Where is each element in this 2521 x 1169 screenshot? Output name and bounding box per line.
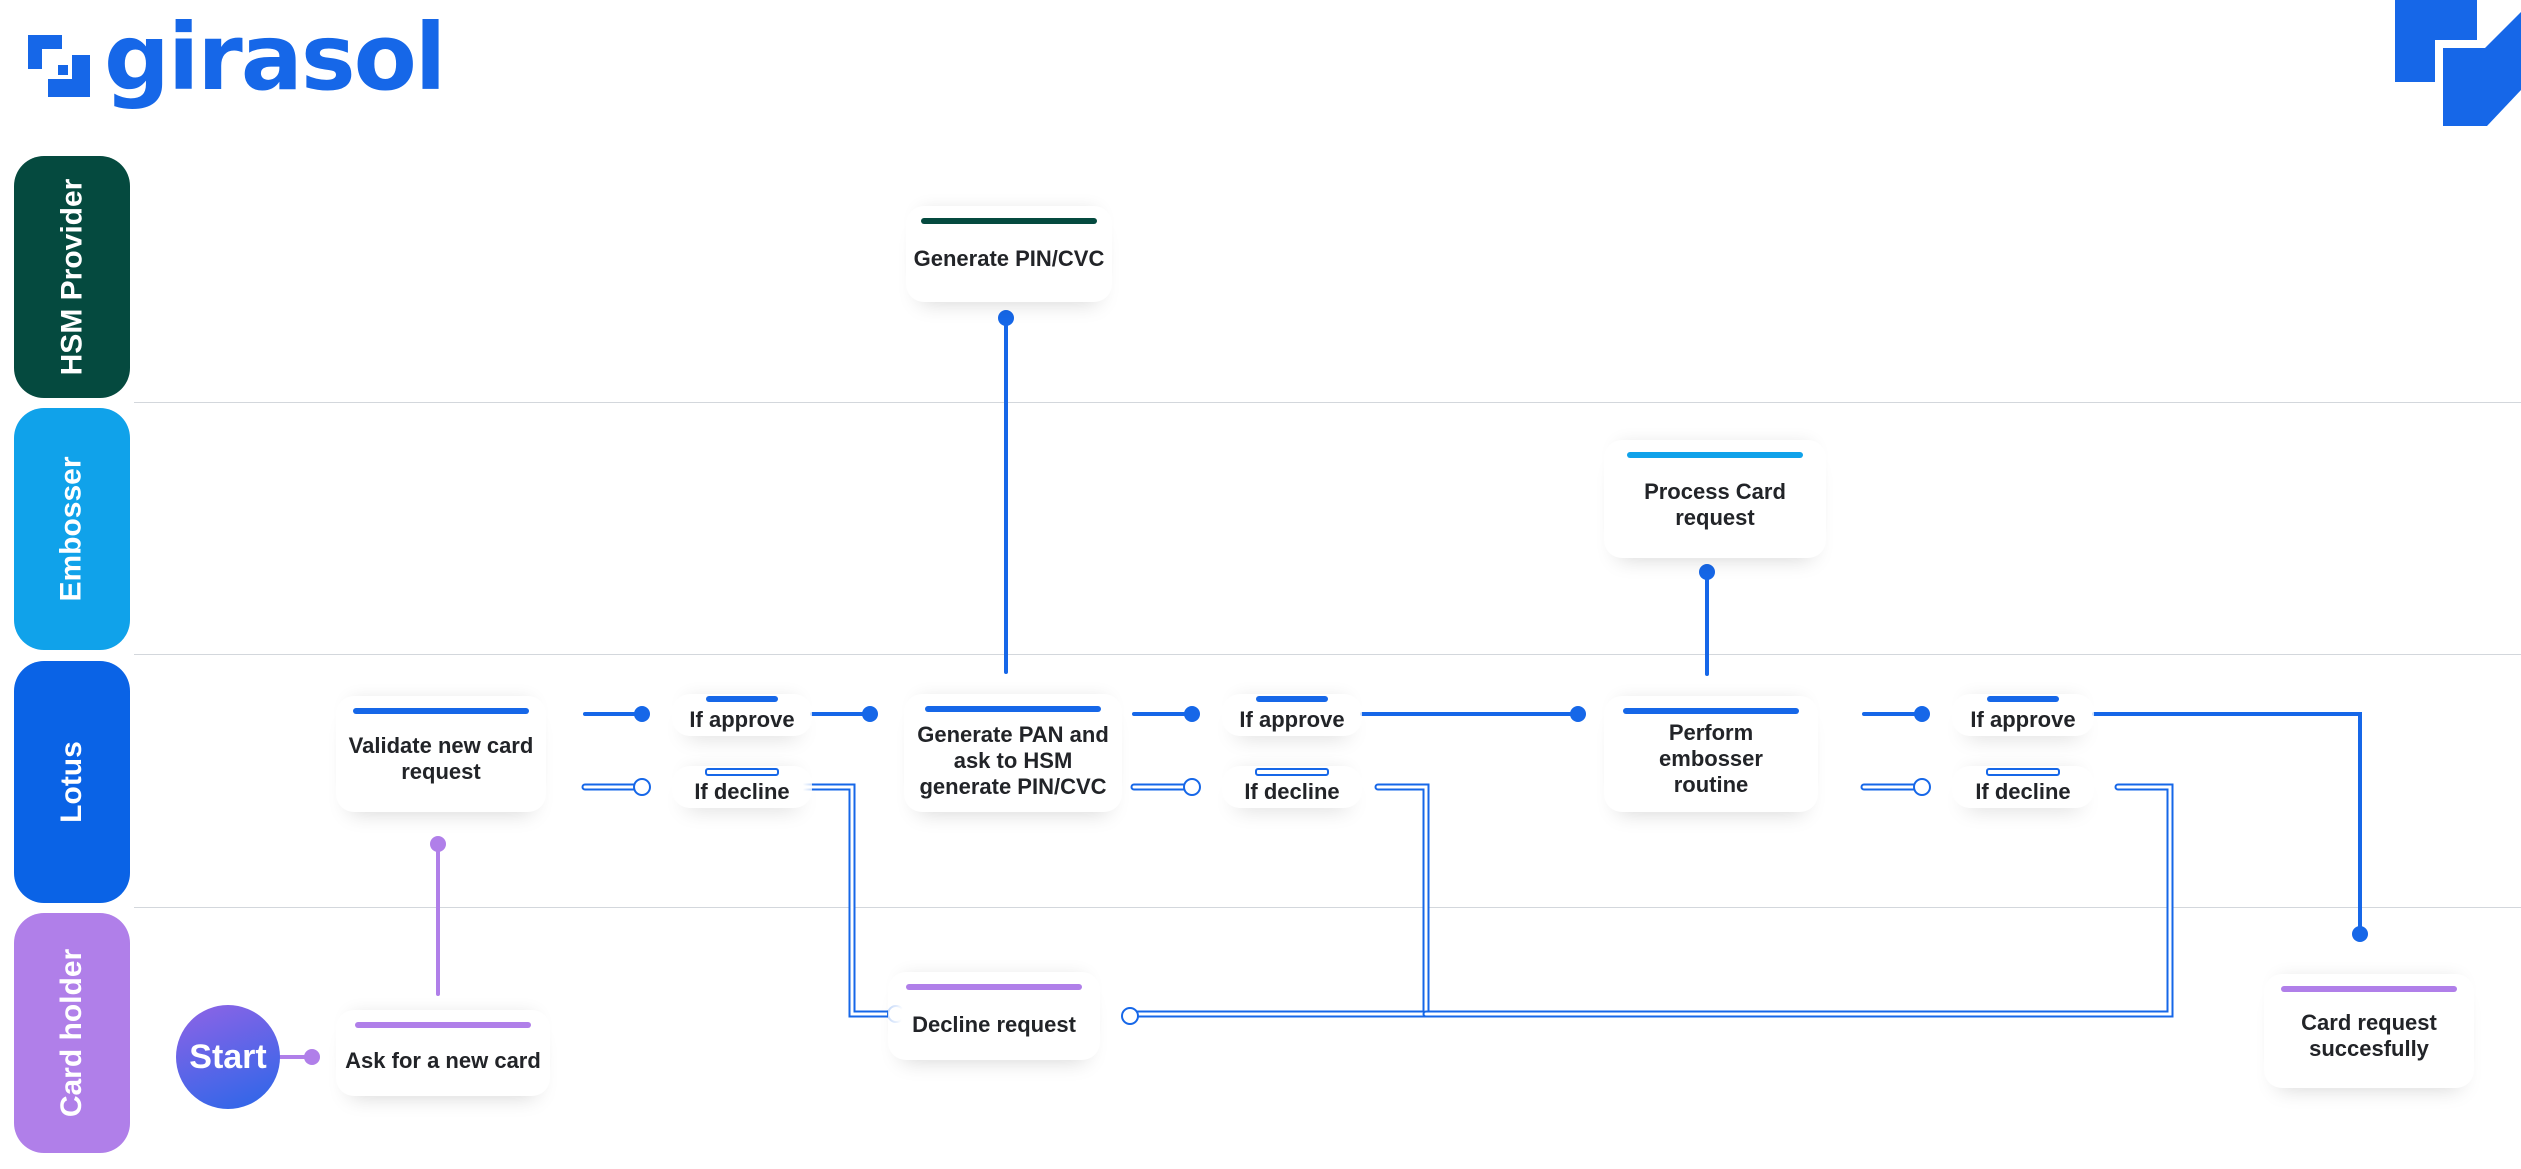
brand-name: girasol bbox=[104, 4, 446, 111]
connector-decline-paths bbox=[581, 783, 2174, 1018]
connector-dot bbox=[1914, 706, 1930, 722]
connector-dot bbox=[430, 836, 446, 852]
node-ask-card[interactable]: Ask for a new card bbox=[336, 1010, 550, 1096]
node-process-card[interactable]: Process Card request bbox=[1604, 440, 1826, 558]
node-decline-request[interactable]: Decline request bbox=[888, 972, 1100, 1060]
lane-divider bbox=[134, 402, 2521, 403]
node-if-approve-2[interactable]: If approve bbox=[1222, 694, 1362, 736]
start-label: Start bbox=[189, 1037, 267, 1076]
node-label: Perform embosser routine bbox=[1659, 720, 1763, 797]
node-label: If approve bbox=[1239, 707, 1345, 732]
lane-label-embosser: Embosser bbox=[14, 408, 130, 650]
node-label: If decline bbox=[1975, 779, 2071, 804]
node-label: If approve bbox=[689, 707, 795, 732]
node-label: Decline request bbox=[912, 1012, 1076, 1037]
connector-dot bbox=[862, 706, 878, 722]
lane-divider bbox=[134, 654, 2521, 655]
node-if-decline-2[interactable]: If decline bbox=[1222, 766, 1362, 808]
lane-label-hsm-provider: HSM Provider bbox=[14, 156, 130, 398]
connector-dot bbox=[634, 706, 650, 722]
connector-dot bbox=[1570, 706, 1586, 722]
connector-dot bbox=[304, 1049, 320, 1065]
connector-dot-hollow bbox=[1183, 778, 1201, 796]
lane-label-lotus: Lotus bbox=[14, 661, 130, 903]
lane-divider bbox=[134, 907, 2521, 908]
node-label: If decline bbox=[1244, 779, 1340, 804]
connector-dot-hollow bbox=[1121, 1007, 1139, 1025]
node-label: Generate PAN and ask to HSM generate PIN… bbox=[917, 722, 1109, 799]
node-if-decline-3[interactable]: If decline bbox=[1952, 766, 2094, 808]
node-label: If decline bbox=[694, 779, 790, 804]
connector-dot bbox=[998, 310, 1014, 326]
node-label: Generate PIN/CVC bbox=[913, 246, 1105, 271]
connector-dot-hollow bbox=[1913, 778, 1931, 796]
connector-dot-hollow bbox=[633, 778, 651, 796]
node-label: Ask for a new card bbox=[345, 1048, 541, 1073]
node-card-success[interactable]: Card request succesfully bbox=[2264, 974, 2474, 1088]
connector-dot bbox=[1184, 706, 1200, 722]
girasol-logo-icon bbox=[28, 35, 90, 97]
node-generate-pan[interactable]: Generate PAN and ask to HSM generate PIN… bbox=[904, 694, 1122, 812]
node-label: Card request succesfully bbox=[2301, 1010, 2437, 1061]
node-if-approve-3[interactable]: If approve bbox=[1952, 694, 2094, 736]
node-perform-embosser[interactable]: Perform embosser routine bbox=[1604, 696, 1818, 812]
node-label: Process Card request bbox=[1644, 479, 1786, 530]
start-node[interactable]: Start bbox=[176, 1005, 280, 1109]
brand-corner-icon bbox=[2395, 0, 2521, 126]
connector-dot bbox=[2352, 926, 2368, 942]
brand-logo: girasol bbox=[28, 12, 446, 112]
node-generate-pin[interactable]: Generate PIN/CVC bbox=[906, 206, 1112, 302]
node-validate-request[interactable]: Validate new card request bbox=[336, 696, 546, 812]
connector-approve3-success bbox=[2092, 712, 2362, 936]
node-label: If approve bbox=[1970, 707, 2076, 732]
node-label: Validate new card request bbox=[348, 733, 534, 784]
node-if-approve-1[interactable]: If approve bbox=[672, 694, 812, 736]
connector-dot bbox=[1699, 564, 1715, 580]
lane-label-card-holder: Card holder bbox=[14, 913, 130, 1153]
node-if-decline-1[interactable]: If decline bbox=[672, 766, 812, 808]
